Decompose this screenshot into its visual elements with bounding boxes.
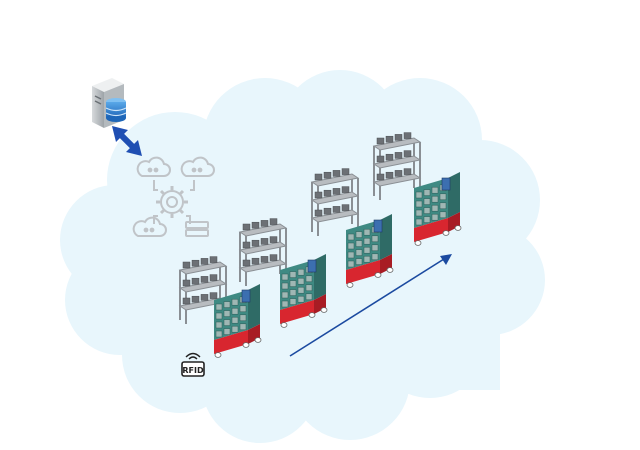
cloud-background: [60, 70, 545, 443]
storage-rack: [178, 256, 228, 324]
robot-cart: [414, 172, 462, 246]
robot-cart: [214, 284, 262, 358]
rfid-label: RFID: [182, 366, 204, 375]
storage-rack: [238, 218, 288, 286]
storage-rack: [372, 132, 422, 200]
cloud-gear-network-icon: [132, 156, 215, 237]
direction-arrow: [289, 254, 452, 357]
rfid-tag-icon: RFID: [181, 352, 205, 377]
robot-cart: [346, 214, 394, 288]
storage-rack: [310, 168, 360, 236]
robot-cart: [280, 254, 328, 328]
robot-carts: [214, 172, 462, 358]
bidirectional-arrow-icon: [112, 126, 142, 156]
storage-racks: [178, 132, 422, 324]
database-server-icon: [92, 78, 127, 128]
